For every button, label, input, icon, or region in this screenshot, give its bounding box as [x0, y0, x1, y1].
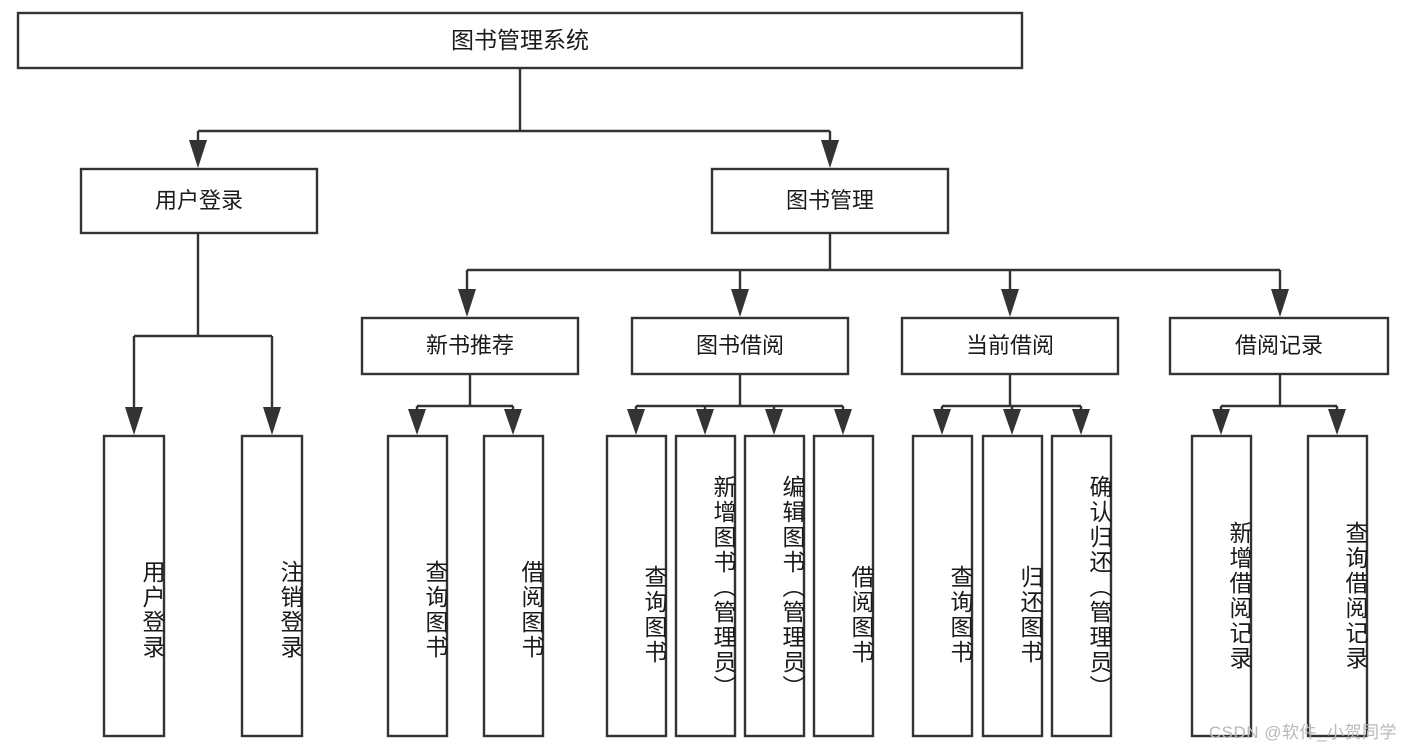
node-newbook-label: 新书推荐 — [426, 333, 514, 358]
arrow-head-leaf-borrow-do — [834, 409, 852, 435]
node-current-label: 当前借阅 — [966, 333, 1054, 358]
arrow-head-leaf-cur-confirm — [1072, 409, 1090, 435]
node-root-label: 图书管理系统 — [451, 27, 589, 53]
arrow-head-leaf-rec-query — [1328, 409, 1346, 435]
node-newbook-box[interactable] — [360, 316, 580, 376]
arrow-head-leaf-user-login — [125, 407, 143, 435]
node-current-box[interactable] — [900, 316, 1120, 376]
arrow-head-leaf-borrow-add — [696, 409, 714, 435]
node-root-box[interactable] — [16, 11, 1024, 70]
node-leaf-borrow-do-box[interactable] — [812, 434, 875, 738]
node-leaf-rec-add-box[interactable] — [1190, 434, 1253, 738]
arrow-head-leaf-borrow-edit — [765, 409, 783, 435]
node-leaf-rec-query-box[interactable] — [1306, 434, 1369, 738]
arrow-head-leaf-borrow-query — [627, 409, 645, 435]
node-bookmgmt-box[interactable] — [710, 167, 950, 235]
watermark-text: CSDN @软件_小贺同学 — [1208, 723, 1397, 742]
arrow-head-leaf-cur-query — [933, 409, 951, 435]
node-leaf-cur-return-box[interactable] — [981, 434, 1044, 738]
node-leaf-new-borrow-box[interactable] — [482, 434, 545, 738]
node-leaf-cur-confirm-box[interactable] — [1050, 434, 1113, 738]
connector-layer — [125, 68, 1346, 435]
node-borrow-label: 图书借阅 — [696, 333, 784, 358]
node-bookmgmt-label: 图书管理 — [786, 188, 874, 213]
node-login-box[interactable] — [79, 167, 319, 235]
node-records-box[interactable] — [1168, 316, 1390, 376]
node-leaf-cur-query-box[interactable] — [911, 434, 974, 738]
arrow-head-leaf-new-borrow — [504, 409, 522, 435]
arrow-head-login — [189, 140, 207, 168]
arrow-head-records — [1271, 289, 1289, 317]
node-records-label: 借阅记录 — [1235, 333, 1323, 358]
node-leaf-borrow-edit-box[interactable] — [743, 434, 806, 738]
arrow-head-borrow — [731, 289, 749, 317]
node-leaf-borrow-query-box[interactable] — [605, 434, 668, 738]
arrow-head-leaf-user-logout — [263, 407, 281, 435]
arrow-head-leaf-cur-return — [1003, 409, 1021, 435]
node-login-label: 用户登录 — [155, 188, 243, 213]
arrow-head-bookmgmt — [821, 140, 839, 168]
node-leaf-borrow-add-box[interactable] — [674, 434, 737, 738]
arrow-head-leaf-new-query — [408, 409, 426, 435]
node-borrow-box[interactable] — [630, 316, 850, 376]
node-leaf-user-login-box[interactable] — [102, 434, 166, 738]
arrow-head-leaf-rec-add — [1212, 409, 1230, 435]
arrow-head-current — [1001, 289, 1019, 317]
node-layer: 图书管理系统 用户登录 图书管理 新书推荐 图书借阅 当前借阅 借阅记录 — [16, 11, 1390, 738]
arrow-head-newbook — [458, 289, 476, 317]
node-leaf-user-logout-box[interactable] — [240, 434, 304, 738]
node-leaf-new-query-box[interactable] — [386, 434, 449, 738]
